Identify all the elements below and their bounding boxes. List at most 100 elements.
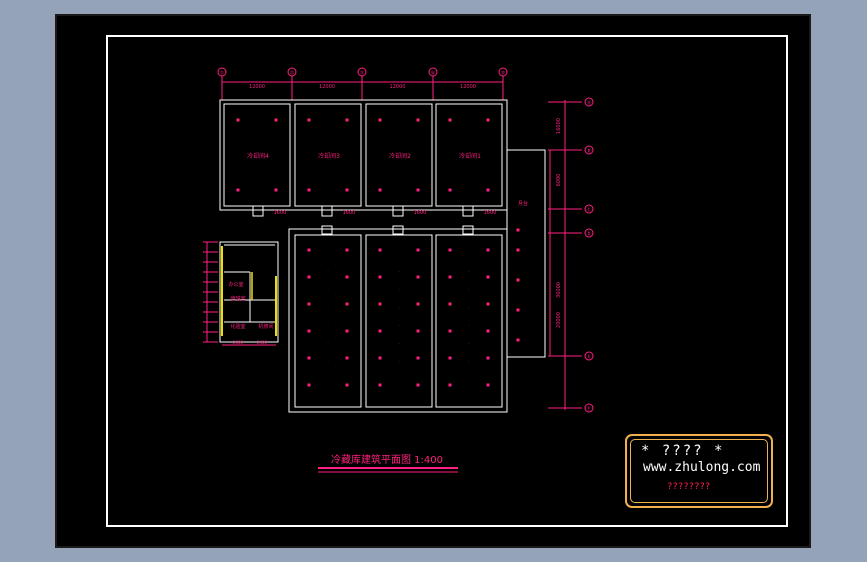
axis-bubble-right bbox=[584, 97, 594, 107]
column-marker bbox=[416, 329, 420, 333]
column-marker bbox=[448, 302, 452, 306]
column-marker bbox=[516, 228, 520, 232]
column-marker bbox=[307, 302, 311, 306]
column-marker bbox=[345, 356, 349, 360]
column-marker bbox=[448, 248, 452, 252]
column-marker bbox=[416, 356, 420, 360]
door-frame-lower bbox=[462, 225, 474, 235]
column-marker bbox=[486, 275, 490, 279]
column-marker bbox=[486, 383, 490, 387]
column-marker bbox=[416, 302, 420, 306]
axis-label-top: ④ bbox=[431, 71, 436, 77]
office-room-label: 值班室 bbox=[230, 295, 245, 302]
cold-room-lower bbox=[365, 234, 433, 408]
axis-label-right: Ⓒ bbox=[586, 207, 591, 214]
door-dimension: 1600 bbox=[414, 210, 427, 216]
dimension-text-right: 20000 bbox=[556, 312, 562, 328]
column-marker bbox=[378, 275, 382, 279]
dimension-text-top: 12000 bbox=[460, 84, 476, 90]
room-marker: · bbox=[327, 323, 328, 328]
column-marker bbox=[516, 278, 520, 282]
office-room-label: 化验室 bbox=[230, 323, 245, 330]
column-marker bbox=[345, 383, 349, 387]
axis-bubble-right bbox=[584, 403, 594, 413]
axis-label-right: Ⓕ bbox=[586, 406, 591, 413]
column-marker bbox=[416, 118, 420, 122]
cold-room-lower bbox=[435, 234, 503, 408]
room-label-upper: 冷却间1 bbox=[459, 152, 481, 160]
column-marker bbox=[378, 356, 382, 360]
room-marker: · bbox=[327, 269, 328, 274]
column-marker bbox=[345, 302, 349, 306]
room-marker: · bbox=[468, 323, 469, 328]
column-marker bbox=[516, 338, 520, 342]
column-marker bbox=[448, 329, 452, 333]
office-dim-text: 2000 bbox=[233, 340, 244, 345]
door-frame bbox=[321, 205, 333, 217]
column-marker bbox=[378, 383, 382, 387]
column-marker bbox=[448, 118, 452, 122]
column-marker bbox=[345, 329, 349, 333]
column-marker bbox=[486, 118, 490, 122]
column-marker bbox=[345, 248, 349, 252]
axis-label-top: ⑤ bbox=[501, 71, 505, 77]
room-marker: · bbox=[327, 287, 328, 292]
room-label-upper: 冷却间4 bbox=[247, 152, 269, 160]
office-room-label: 办公室 bbox=[228, 281, 243, 288]
door-frame-lower bbox=[321, 225, 333, 235]
axis-label-top: ③ bbox=[360, 71, 364, 77]
room-marker: · bbox=[468, 305, 469, 310]
column-marker bbox=[236, 118, 240, 122]
column-marker bbox=[378, 188, 382, 192]
column-marker bbox=[307, 188, 311, 192]
watermark-line-1: * ???? * bbox=[641, 443, 725, 459]
column-marker bbox=[307, 118, 311, 122]
door-frame bbox=[392, 205, 404, 217]
column-marker bbox=[486, 302, 490, 306]
column-marker bbox=[516, 308, 520, 312]
door-frame-lower bbox=[392, 225, 404, 235]
room-marker: · bbox=[468, 341, 469, 346]
column-marker bbox=[416, 383, 420, 387]
column-marker bbox=[486, 329, 490, 333]
column-marker bbox=[448, 356, 452, 360]
column-marker bbox=[345, 275, 349, 279]
column-marker bbox=[307, 248, 311, 252]
column-marker bbox=[416, 248, 420, 252]
axis-label-right: Ⓔ bbox=[586, 354, 591, 361]
room-marker: · bbox=[327, 359, 328, 364]
room-marker: · bbox=[398, 323, 399, 328]
platform-label: 月台 bbox=[518, 200, 528, 207]
drawing-frame bbox=[106, 35, 788, 527]
room-marker: · bbox=[327, 341, 328, 346]
platform-strip bbox=[506, 149, 546, 358]
column-marker bbox=[274, 118, 278, 122]
dimension-text-top: 12000 bbox=[249, 84, 265, 90]
column-marker bbox=[378, 302, 382, 306]
watermark-inner-frame bbox=[630, 439, 768, 503]
lower-block-outline bbox=[288, 228, 508, 413]
dimension-text-right: 16000 bbox=[556, 118, 562, 134]
column-marker bbox=[486, 356, 490, 360]
watermark-stamp: * ???? * www.zhulong.com ???????? bbox=[625, 434, 773, 508]
column-marker bbox=[378, 118, 382, 122]
column-marker bbox=[274, 188, 278, 192]
axis-label-right: Ⓓ bbox=[586, 231, 591, 238]
axis-bubble-right bbox=[584, 228, 594, 238]
column-marker bbox=[486, 248, 490, 252]
room-marker: · bbox=[468, 269, 469, 274]
column-marker bbox=[448, 275, 452, 279]
column-marker bbox=[345, 188, 349, 192]
axis-label-top: ② bbox=[290, 71, 295, 77]
column-marker bbox=[416, 275, 420, 279]
title-underline bbox=[318, 467, 458, 469]
room-label-upper: 冷却间3 bbox=[318, 152, 340, 160]
office-dim-text: 2400 bbox=[257, 340, 268, 345]
room-marker: · bbox=[468, 359, 469, 364]
dimension-text-right: 6000 bbox=[556, 174, 562, 187]
room-label-upper: 冷却间2 bbox=[389, 152, 411, 160]
column-marker bbox=[378, 329, 382, 333]
column-marker bbox=[378, 248, 382, 252]
column-marker bbox=[345, 118, 349, 122]
